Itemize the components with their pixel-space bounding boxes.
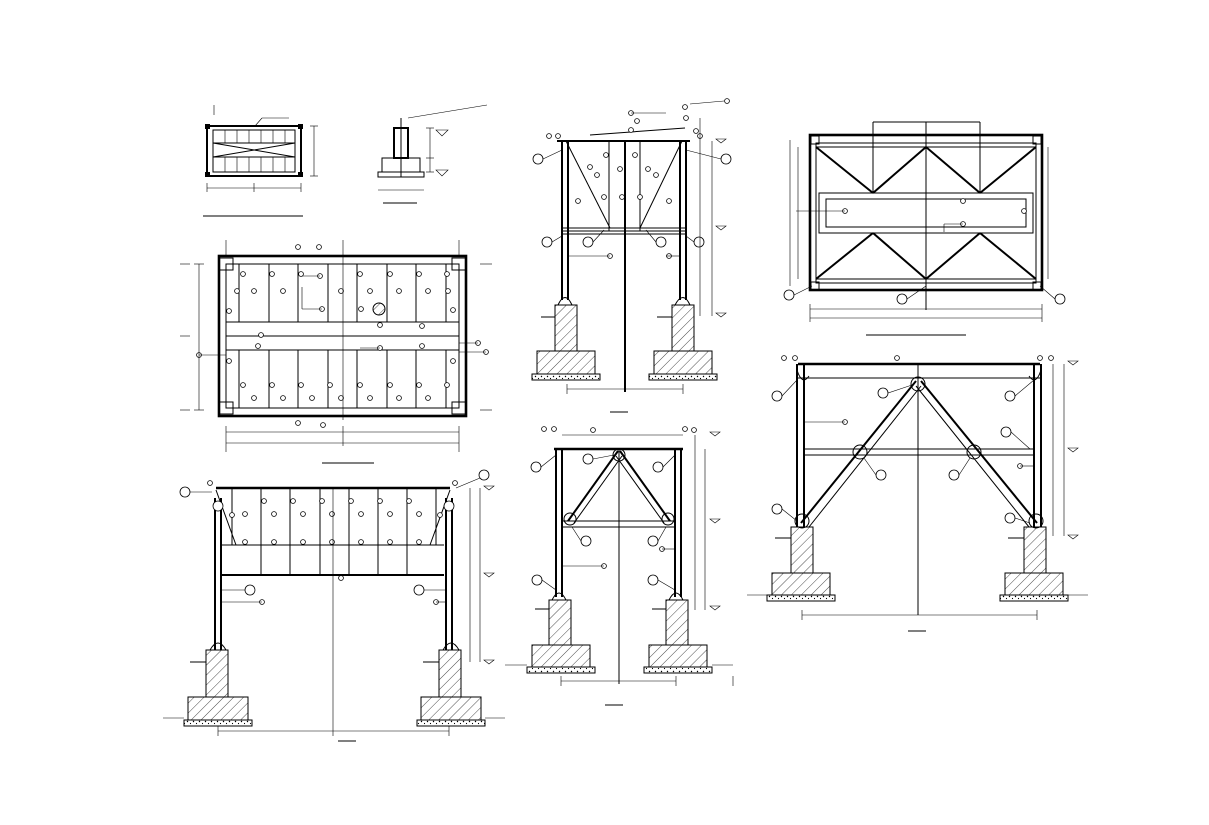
small-plan-view [203, 105, 318, 217]
braced-plan-view [783, 121, 1066, 336]
small-section-view [377, 104, 488, 204]
side-elevation-lower-view [505, 426, 734, 706]
front-elevation-view [163, 469, 505, 742]
roof-plan-view [180, 240, 492, 464]
braced-elevation-view [747, 355, 1088, 632]
side-elevation-upper-view [531, 98, 732, 413]
